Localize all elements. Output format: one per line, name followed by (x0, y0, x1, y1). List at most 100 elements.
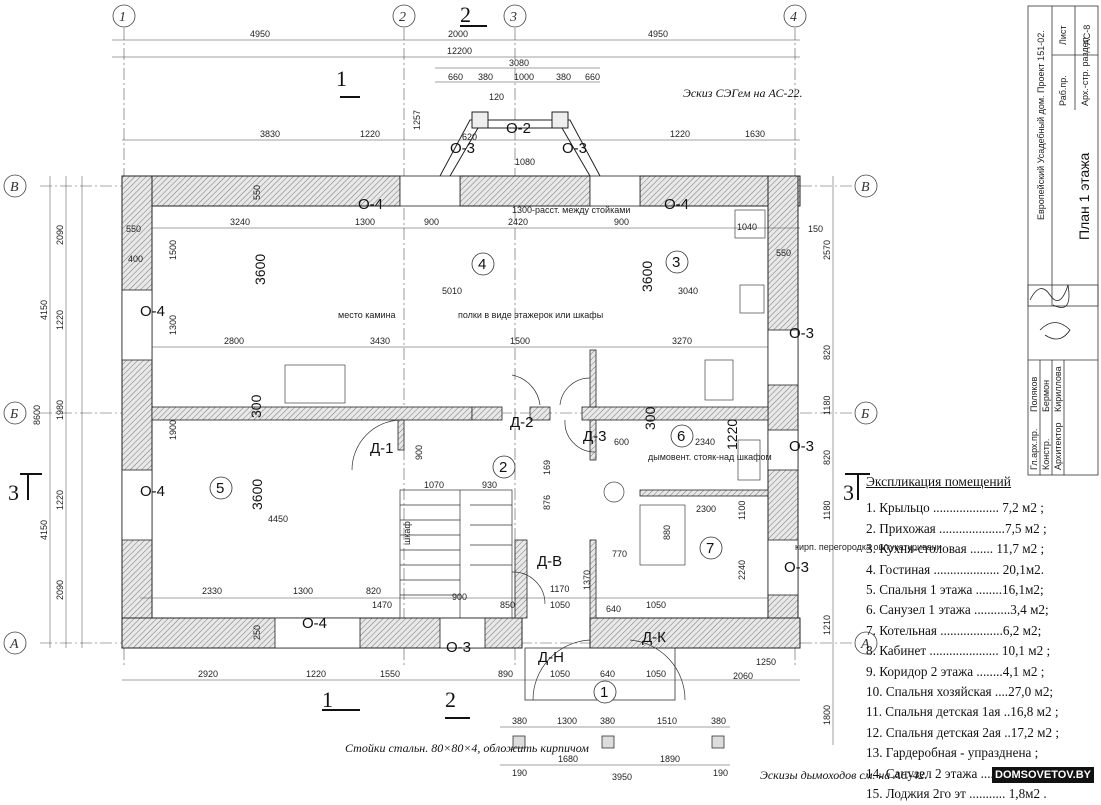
notes: Эскиз СЭГем на АС-22. 1300-расст. между … (338, 86, 942, 782)
note-steel-posts: Стойки стальн. 80×80×4, обложить кирпичо… (345, 741, 589, 755)
dim-2060: 2060 (733, 671, 753, 681)
dim-1680: 1680 (558, 754, 578, 764)
dim-380-porch-a: 380 (512, 716, 527, 726)
stairs (399, 489, 513, 619)
dim-890: 890 (498, 669, 513, 679)
dim-169-v: 169 (542, 460, 552, 475)
dim-820-v2: 820 (822, 450, 832, 465)
note-post-distance: 1300-расст. между стойками (512, 205, 630, 215)
dim-820: 820 (366, 586, 381, 596)
axis-4: 4 (790, 10, 797, 25)
window-o3-right-3: О-3 (784, 559, 809, 576)
axis-3: 3 (509, 10, 517, 25)
dim-4150-bottom: 4150 (39, 520, 49, 540)
watermark: DOMSOVETOV.BY (992, 767, 1094, 783)
dim-4150-top: 4150 (39, 300, 49, 320)
dim-3430: 3430 (370, 336, 390, 346)
window-o3-bay-left: О-3 (450, 140, 475, 157)
door-dn: Д-Н (538, 649, 564, 666)
dim-2920: 2920 (198, 669, 218, 679)
dim-640: 640 (606, 604, 621, 614)
tb-role-3: Архитектор (1053, 422, 1063, 470)
dim-1220-top-right: 1220 (670, 129, 690, 139)
dim-660-b: 660 (585, 72, 600, 82)
dim-1170: 1170 (550, 584, 569, 594)
window-o3-bottom: О-3 (446, 639, 471, 656)
dim-1100-v: 1100 (737, 501, 747, 520)
legend-item: 9. Коридор 2 этажа ........4,1 м2 ; (866, 663, 1045, 679)
window-o4-bottom: О-4 (302, 615, 327, 632)
legend-item: 2. Прихожая ....................7,5 м2 ; (866, 520, 1047, 536)
tb-role-2: Констр. (1041, 439, 1051, 470)
room-legend: Экспликация помещений 1. Крыльцо .......… (866, 472, 1092, 805)
door-d1: Д-1 (370, 440, 394, 457)
note-shelves: полки в виде этажерок или шкафы (458, 310, 603, 320)
dim-150: 150 (808, 224, 823, 234)
dim-2090-bottom: 2090 (55, 580, 65, 600)
dim-3040: 3040 (678, 286, 698, 296)
note-chimney-sketch: Эскизы дымоходов см. на АС-42. (760, 768, 927, 782)
dim-190-a: 190 (512, 768, 527, 778)
window-o4-top-right: О-4 (664, 196, 689, 213)
dim-900-v: 900 (414, 445, 424, 460)
dim-1220-v1: 1220 (55, 310, 65, 330)
axis-b-left: Б (9, 407, 18, 422)
dim-1370-v: 1370 (582, 570, 592, 590)
section-2-bottom: 2 (445, 687, 456, 712)
dim-2330: 2330 (202, 586, 222, 596)
dim-250-v: 250 (252, 625, 262, 640)
dim-4450: 4450 (268, 514, 288, 524)
dim-3830: 3830 (260, 129, 280, 139)
legend-item: 4. Гостиная .................... 20,1м2. (866, 561, 1045, 577)
dim-190-b: 190 (713, 768, 728, 778)
dim-2570-v: 2570 (822, 240, 832, 260)
room-3: 3 (672, 254, 680, 271)
tb-name-2: Бермон (1041, 380, 1051, 412)
dim-380-b: 380 (556, 72, 571, 82)
tb-role-1: Гл.арх.пр. (1029, 429, 1039, 470)
tb-sheet-value: АС-8 (1082, 25, 1092, 45)
legend-item: 6. Санузел 1 этажа ...........3,4 м2; (866, 602, 1049, 618)
dim-1900-v: 1900 (168, 420, 178, 440)
dim-1220-bottom: 1220 (306, 669, 326, 679)
dim-1980-v: 1980 (55, 400, 65, 420)
window-o4-left-top: О-4 (140, 303, 165, 320)
legend-item: 12. Спальня детская 2ая ..17,2 м2 ; (866, 724, 1060, 740)
dim-1300-bottom: 1300 (293, 586, 313, 596)
dim-900-top: 900 (424, 217, 439, 227)
dim-4950-right: 4950 (648, 29, 668, 39)
height-1220: 1220 (724, 419, 740, 450)
dim-1050-b: 1050 (646, 600, 666, 610)
door-d3: Д-3 (583, 428, 607, 445)
dim-550-r: 550 (776, 248, 791, 258)
dim-850: 850 (500, 600, 515, 610)
dim-4950-left: 4950 (250, 29, 270, 39)
dim-1080: 1080 (515, 157, 535, 167)
dim-2000: 2000 (448, 29, 468, 39)
window-o3-right-2: О-3 (789, 438, 814, 455)
dim-1257-v: 1257 (412, 110, 422, 130)
dim-120: 120 (489, 92, 504, 102)
dim-900-top-right: 900 (614, 217, 629, 227)
dim-380-porch-b: 380 (600, 716, 615, 726)
interior-walls (151, 349, 769, 619)
note-partition: кирп. перегородка оштукатуривани (795, 542, 942, 552)
axis-v-left: В (10, 180, 19, 195)
height-3600-room4: 3600 (252, 254, 268, 285)
axis-v-right: В (861, 180, 870, 195)
door-dk: Д-К (642, 629, 666, 646)
legend-item: 1. Крыльцо .................... 7,2 м2 ; (866, 500, 1044, 516)
dim-1550: 1550 (380, 669, 400, 679)
dim-3240: 3240 (230, 217, 250, 227)
dim-1300-top: 1300 (355, 217, 375, 227)
title-block-texts: Европейский Усадебный дом. Проект 151-02… (1029, 25, 1092, 470)
dim-1220-v2: 1220 (55, 490, 65, 510)
tb-name-3: Кириллова (1053, 366, 1063, 412)
dim-380-a: 380 (478, 72, 493, 82)
room-6: 6 (677, 428, 685, 445)
dim-2340: 2340 (695, 437, 715, 447)
dim-2800: 2800 (224, 336, 244, 346)
bay-window (439, 111, 601, 177)
dim-400: 400 (128, 254, 143, 264)
dim-550: 550 (126, 224, 141, 234)
